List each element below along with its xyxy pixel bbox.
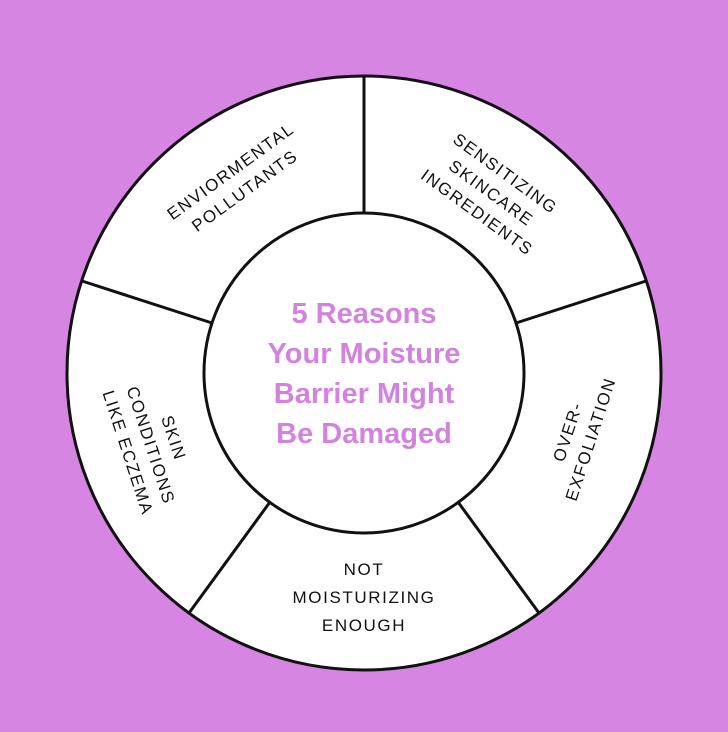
segment-label: NOT (344, 560, 385, 579)
title-line: Barrier Might (274, 378, 455, 410)
divider-right (515, 279, 647, 325)
title-line: Be Damaged (276, 418, 452, 450)
divider-left (81, 279, 213, 325)
divider-bottom-left (187, 501, 272, 614)
center-title: 5 Reasons Your Moisture Barrier Might Be… (268, 298, 461, 450)
divider-bottom-right (456, 501, 541, 614)
segment-label: ENOUGH (322, 616, 406, 635)
segment-not-moisturizing: NOT MOISTURIZING ENOUGH (293, 560, 436, 635)
segment-label: MOISTURIZING (293, 588, 436, 607)
inner-circle (202, 211, 526, 535)
title-line: 5 Reasons (291, 298, 436, 330)
title-line: Your Moisture (268, 338, 461, 370)
segment-dividers (81, 76, 647, 614)
